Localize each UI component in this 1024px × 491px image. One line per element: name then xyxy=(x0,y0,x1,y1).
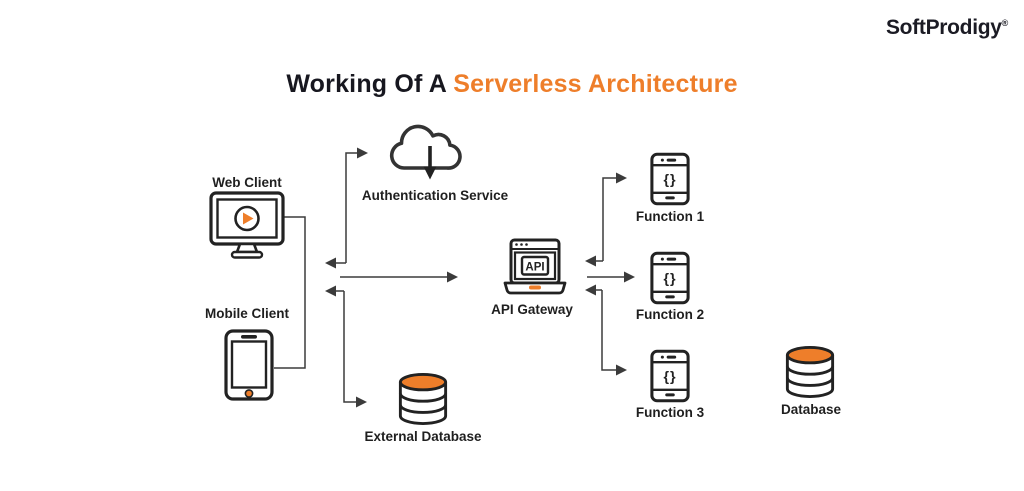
arrow-clients-to-external-db xyxy=(343,291,367,408)
arrow-gateway-to-function3 xyxy=(601,290,627,376)
function3-icon: {} xyxy=(650,349,690,403)
external-database-label: External Database xyxy=(364,429,482,444)
api-gateway-icon: API xyxy=(503,238,567,295)
title-highlight: Serverless Architecture xyxy=(453,70,738,98)
api-gateway-label: API Gateway xyxy=(491,302,573,317)
function2-icon: {} xyxy=(650,251,690,305)
auth-service-label: Authentication Service xyxy=(361,188,509,203)
code-braces-icon: {} xyxy=(663,271,676,287)
function2-label: Function 2 xyxy=(635,307,705,322)
function3-label: Function 3 xyxy=(635,405,705,420)
title-prefix: Working Of A xyxy=(286,70,454,98)
web-client-monitor-icon xyxy=(209,191,285,259)
home-button-icon xyxy=(244,389,254,398)
download-arrow-icon xyxy=(423,166,437,180)
web-client-label: Web Client xyxy=(212,175,282,190)
database-icon xyxy=(785,346,835,398)
softprodigy-logo: SoftProdigy® xyxy=(886,16,1008,40)
registered-mark: ® xyxy=(1001,18,1009,28)
database-label: Database xyxy=(780,402,842,417)
authentication-service-cloud-icon xyxy=(389,124,462,180)
mobile-client-phone-icon xyxy=(224,329,274,401)
mobile-client-label: Mobile Client xyxy=(205,306,289,321)
page-title: Working Of A Serverless Architecture xyxy=(0,70,1024,99)
logo-text: SoftProdigy xyxy=(885,16,1002,39)
arrow-clients-to-auth-service xyxy=(345,147,368,263)
external-database-icon xyxy=(398,373,448,425)
play-icon xyxy=(243,212,254,225)
function1-icon: {} xyxy=(650,152,690,206)
api-icon-text: API xyxy=(525,262,544,274)
code-braces-icon: {} xyxy=(663,172,676,188)
function1-label: Function 1 xyxy=(635,209,705,224)
code-braces-icon: {} xyxy=(663,369,676,385)
